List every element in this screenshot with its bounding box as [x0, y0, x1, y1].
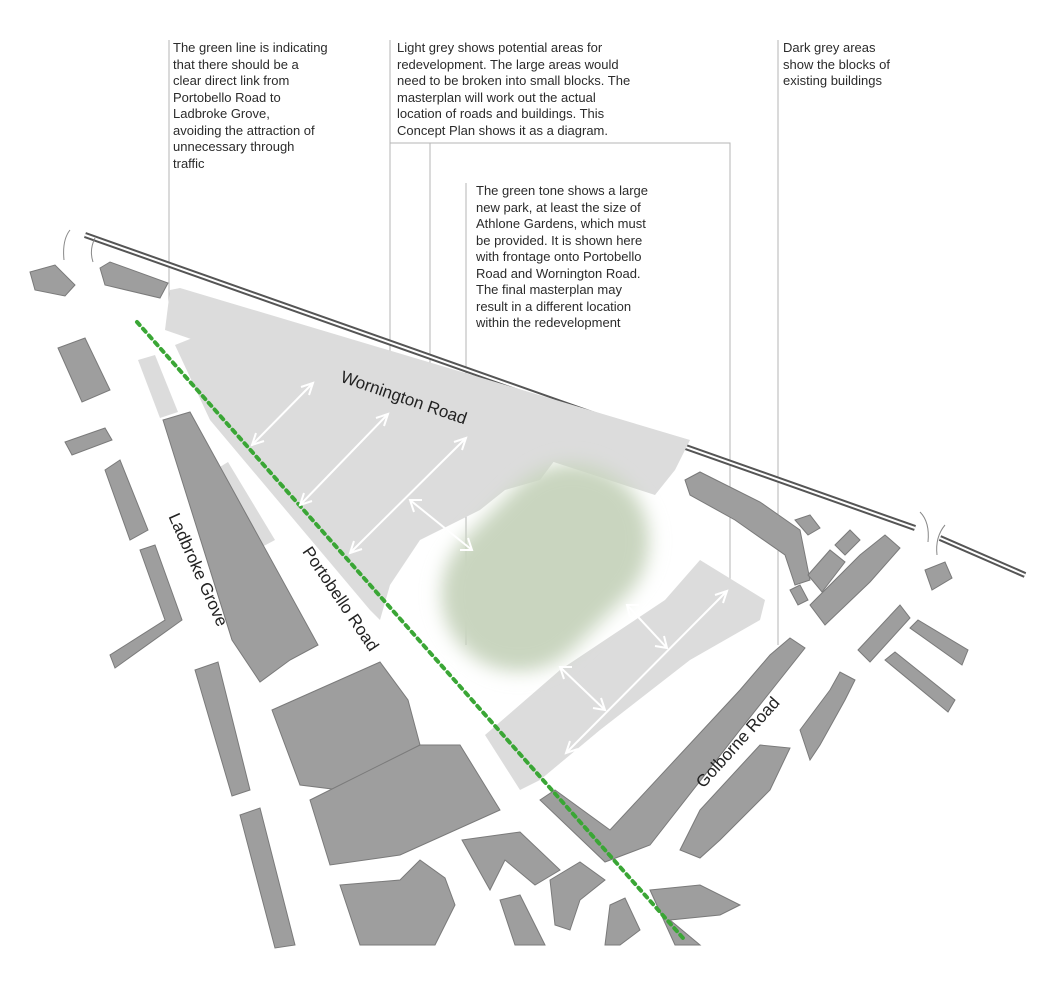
- building: [679, 744, 791, 859]
- building: [649, 884, 742, 946]
- building: [684, 471, 811, 586]
- building: [499, 894, 546, 946]
- building: [461, 831, 561, 892]
- redevelopment-block-east: [485, 560, 765, 790]
- annotation-green-line: The green line is indicating that there …: [173, 40, 328, 171]
- building: [924, 561, 953, 591]
- building: [604, 897, 641, 946]
- building: [799, 671, 856, 762]
- building: [539, 637, 806, 863]
- building: [857, 604, 911, 663]
- proposed-park: [441, 463, 650, 672]
- railway-line: [63, 229, 1027, 578]
- annotation-dark-grey: Dark grey areas show the blocks of exist…: [783, 40, 890, 88]
- green-link-line: [135, 320, 685, 940]
- redevelopment-sliver-west: [138, 355, 178, 418]
- block-division-arrows: [250, 381, 729, 755]
- building: [57, 337, 111, 403]
- redevelopment-block-west: [175, 335, 555, 620]
- building: [339, 859, 456, 946]
- building: [239, 807, 296, 949]
- building: [807, 549, 846, 593]
- building: [104, 459, 149, 541]
- building: [64, 427, 113, 456]
- building: [99, 261, 169, 299]
- building: [809, 534, 901, 626]
- building: [794, 514, 821, 536]
- redevelopment-areas: [138, 288, 765, 790]
- annotation-park: The green tone shows a large new park, a…: [476, 183, 648, 330]
- building: [109, 544, 183, 669]
- building: [194, 661, 251, 797]
- existing-buildings: [29, 261, 969, 949]
- annotation-light-grey: Light grey shows potential areas for red…: [397, 40, 631, 138]
- redevelopment-strip-wornington: [165, 288, 690, 495]
- building: [309, 744, 501, 866]
- building: [884, 651, 956, 713]
- building: [162, 411, 319, 683]
- redevelopment-sliver-portobello: [215, 462, 275, 548]
- building: [789, 584, 809, 606]
- building: [834, 529, 861, 556]
- building: [909, 619, 969, 666]
- building: [549, 861, 606, 931]
- park-area: [441, 463, 650, 672]
- building: [29, 264, 76, 297]
